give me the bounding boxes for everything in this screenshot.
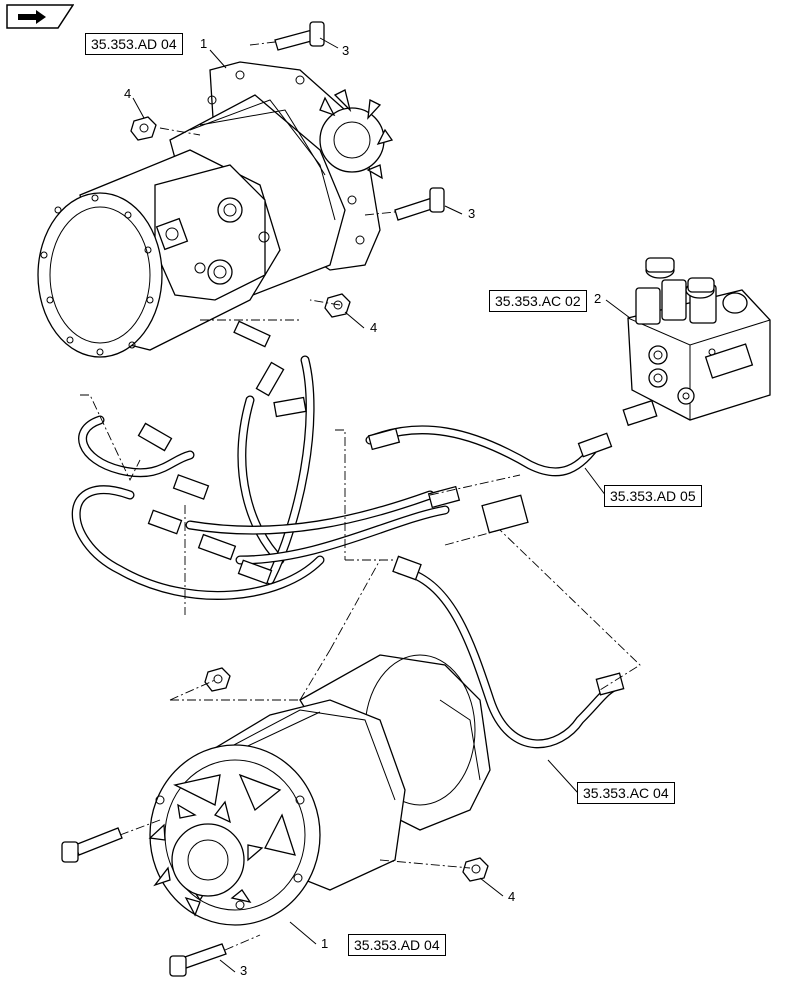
bolt-bottom-b[interactable] (169, 943, 227, 977)
bottom-sprocket (148, 800, 264, 917)
callout-1-top: 1 (200, 36, 208, 51)
top-sprocket (319, 89, 394, 180)
assembly-lines (80, 41, 641, 951)
arrow-next-icon[interactable] (6, 4, 75, 29)
callout-3-top-b: 3 (468, 206, 476, 221)
callout-2: 2 (594, 291, 602, 306)
control-valve-block[interactable] (622, 257, 771, 427)
callout-4-bottom: 4 (508, 889, 516, 904)
nut-top-a[interactable] (130, 116, 157, 141)
callout-1-bottom: 1 (321, 936, 329, 951)
ref-bottom-motor[interactable]: 35.353.AD 04 (348, 934, 446, 956)
ref-top-motor[interactable]: 35.353.AD 04 (85, 33, 183, 55)
nut-bottom-a[interactable] (204, 667, 231, 692)
nut-bottom-b[interactable] (462, 857, 489, 882)
callout-4-top-b: 4 (370, 320, 378, 335)
hydraulic-hoses[interactable] (71, 320, 625, 749)
top-drive-motor[interactable] (37, 61, 394, 358)
bolt-top-b[interactable] (394, 187, 445, 221)
callout-3-bottom: 3 (240, 963, 248, 978)
callout-4-top-a: 4 (124, 86, 132, 101)
nut-top-b[interactable] (324, 293, 351, 318)
ref-hose-lower[interactable]: 35.353.AC 04 (577, 782, 675, 804)
ref-hose-upper[interactable]: 35.353.AD 05 (604, 485, 702, 507)
bottom-drive-motor[interactable] (148, 654, 491, 926)
bolt-bottom-a[interactable] (61, 827, 123, 863)
callout-3-top-a: 3 (342, 43, 350, 58)
leader-lines (132, 37, 631, 973)
ref-valve[interactable]: 35.353.AC 02 (489, 290, 587, 312)
bolt-top-a[interactable] (274, 21, 325, 51)
